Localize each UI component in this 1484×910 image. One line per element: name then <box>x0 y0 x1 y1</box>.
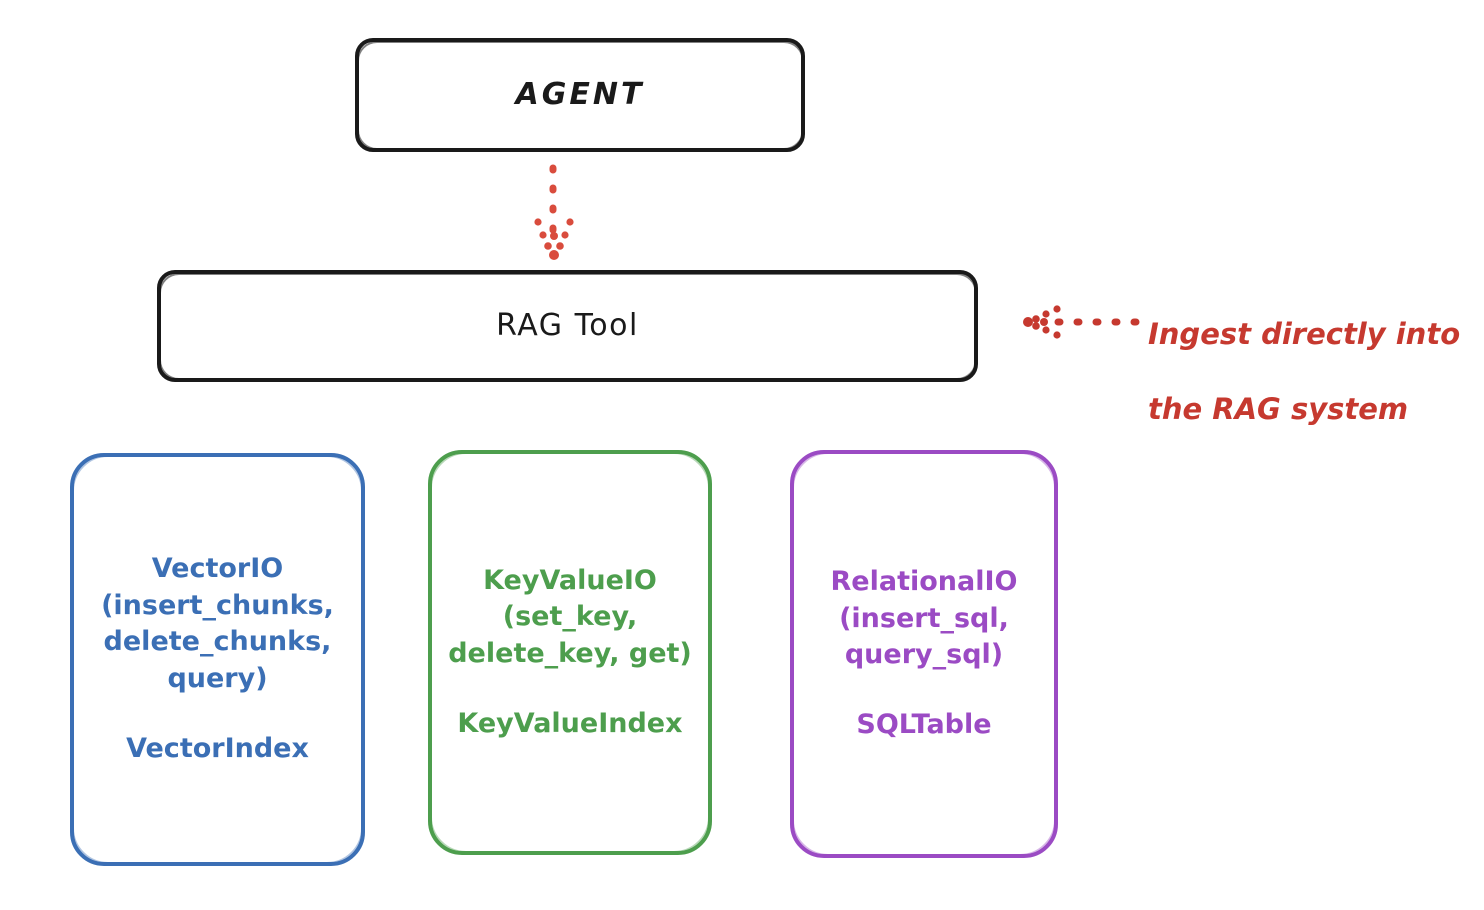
ingest-annotation-line-1: Ingest directly into <box>1148 316 1461 351</box>
relational-io-api-line-2: (insert_sql, <box>839 602 1009 634</box>
agent-to-rag-arrowhead <box>534 218 574 260</box>
key-value-io-spacer <box>448 672 692 706</box>
node-vector-io[interactable]: VectorIO (insert_chunks, delete_chunks, … <box>70 453 365 866</box>
vector-io-api-line-4: query) <box>167 662 268 694</box>
ingest-to-rag-arrowhead <box>1023 305 1061 339</box>
key-value-io-api-line-2: (set_key, <box>502 601 638 633</box>
connector-ingest-to-rag-tool <box>1023 305 1140 339</box>
relational-io-index-label: SQLTable <box>856 709 992 741</box>
ingest-annotation: Ingest directly into the RAG system <box>1148 278 1478 466</box>
node-relational-io[interactable]: RelationalIO (insert_sql, query_sql) SQL… <box>790 450 1058 858</box>
node-agent-label: AGENT <box>515 77 645 113</box>
relational-io-api-line-1: RelationalIO <box>830 566 1018 598</box>
key-value-io-api-line-1: KeyValueIO <box>483 564 657 596</box>
ingest-annotation-line-2: the RAG system <box>1148 392 1409 427</box>
node-rag-tool[interactable]: RAG Tool <box>157 270 978 382</box>
node-key-value-io[interactable]: KeyValueIO (set_key, delete_key, get) Ke… <box>428 450 712 855</box>
vector-io-api-line-2: (insert_chunks, <box>101 589 334 621</box>
vector-io-spacer <box>101 697 334 731</box>
vector-io-api-line-1: VectorIO <box>151 553 284 585</box>
node-vector-io-body: VectorIO (insert_chunks, delete_chunks, … <box>101 551 334 767</box>
connector-agent-to-rag-tool <box>534 164 574 260</box>
key-value-io-api-line-3: delete_key, get) <box>448 637 692 669</box>
node-key-value-io-body: KeyValueIO (set_key, delete_key, get) Ke… <box>448 563 692 743</box>
vector-io-index-label: VectorIndex <box>126 733 309 765</box>
key-value-io-index-label: KeyValueIndex <box>457 707 683 739</box>
vector-io-api-line-3: delete_chunks, <box>103 626 332 658</box>
relational-io-api-line-3: query_sql) <box>844 639 1004 670</box>
node-relational-io-body: RelationalIO (insert_sql, query_sql) SQL… <box>831 564 1018 744</box>
node-agent[interactable]: AGENT <box>355 38 805 152</box>
node-rag-tool-label: RAG Tool <box>496 308 639 344</box>
relational-io-spacer <box>831 673 1018 707</box>
